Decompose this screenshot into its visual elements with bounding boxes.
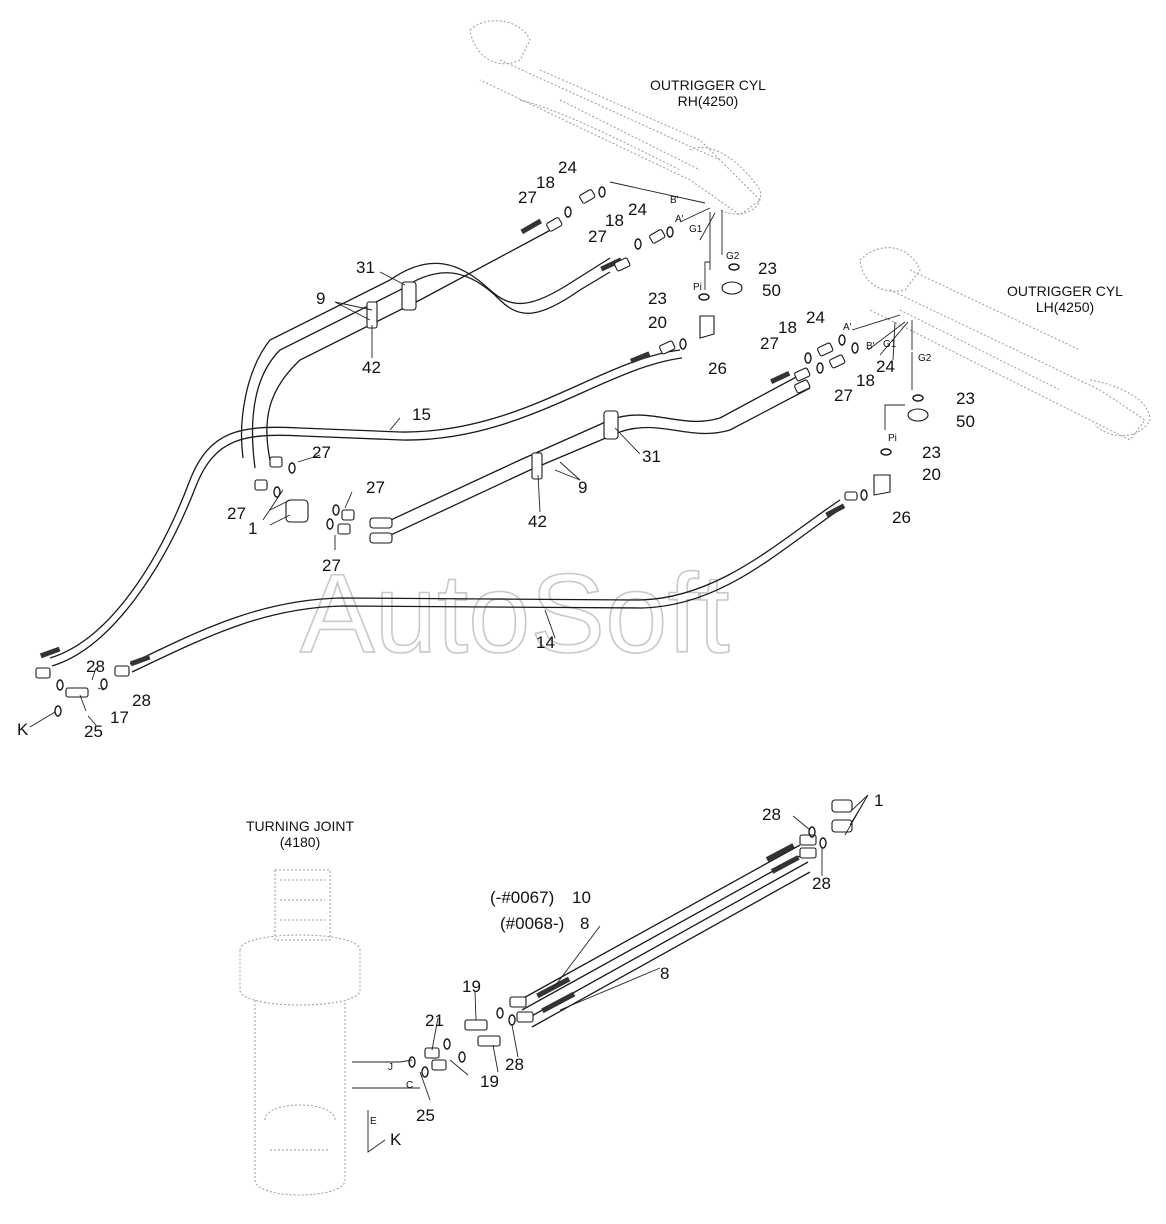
pipe-9-rh	[240, 224, 611, 469]
port-g1-lh: G1	[883, 339, 897, 350]
callout-23: 23	[758, 259, 777, 278]
pipe-9-lh	[379, 374, 811, 541]
port-g1-rh: G1	[689, 224, 703, 235]
assembly-labels: OUTRIGGER CYL RH(4250) OUTRIGGER CYL LH(…	[246, 77, 1123, 850]
serial-note-upto: (-#0067)	[490, 888, 554, 907]
turning-joint-subtitle: (4180)	[280, 834, 320, 850]
callout-28: 28	[132, 691, 151, 710]
callout-42: 42	[528, 512, 547, 531]
callout-27: 27	[322, 556, 341, 575]
callout-27: 27	[760, 334, 779, 353]
callout-31: 31	[642, 447, 661, 466]
port-pi-rh: Pi	[693, 282, 702, 293]
port-c: C	[406, 1080, 413, 1091]
callout-25: 25	[416, 1106, 435, 1125]
lh-cyl-title: OUTRIGGER CYL	[1007, 283, 1123, 299]
callout-24: 24	[876, 357, 895, 376]
callout-25: 25	[84, 722, 103, 741]
rh-cyl-subtitle: RH(4250)	[678, 93, 739, 109]
port-labels: B' A' G1 G2 Pi A' B' G1 G2 Pi J C E	[370, 195, 932, 1127]
port-g2-rh: G2	[726, 251, 740, 262]
callouts: 24 18 27 24 18 27 23 50 23 20 26 31 9 42…	[17, 158, 975, 1149]
callout-27: 27	[227, 504, 246, 523]
callout-24: 24	[806, 308, 825, 327]
callout-23: 23	[922, 443, 941, 462]
callout-18: 18	[778, 318, 797, 337]
callout-42: 42	[362, 358, 381, 377]
port-pi-lh: Pi	[888, 433, 897, 444]
callout-21: 21	[425, 1011, 444, 1030]
hose-15	[49, 349, 683, 667]
fittings	[35, 189, 929, 1071]
hose-armor-sleeves	[39, 218, 846, 1014]
callout-27: 27	[588, 227, 607, 246]
callout-15: 15	[412, 405, 431, 424]
callout-50: 50	[762, 281, 781, 300]
callout-27: 27	[312, 443, 331, 462]
port-j: J	[388, 1062, 393, 1073]
callout-10: 10	[572, 888, 591, 907]
callout-28: 28	[812, 874, 831, 893]
o-rings	[54, 186, 924, 1078]
port-g2-lh: G2	[918, 353, 932, 364]
callout-28: 28	[762, 805, 781, 824]
callout-1: 1	[248, 519, 257, 538]
callout-26: 26	[892, 508, 911, 527]
watermark: AutoSoft	[300, 551, 730, 676]
callout-8: 8	[660, 964, 669, 983]
outrigger-cylinder-lh-ghost	[859, 247, 1151, 441]
port-leaders	[352, 181, 913, 1153]
port-e: E	[370, 1116, 377, 1127]
port-aprime-lh: A'	[843, 322, 852, 333]
callout-k: K	[390, 1130, 402, 1149]
callout-28: 28	[505, 1055, 524, 1074]
rh-cyl-title: OUTRIGGER CYL	[650, 77, 766, 93]
callout-27: 27	[518, 188, 537, 207]
callout-9: 9	[316, 289, 325, 308]
callout-31: 31	[356, 258, 375, 277]
callout-18: 18	[605, 211, 624, 230]
callout-26: 26	[708, 359, 727, 378]
callout-23: 23	[956, 389, 975, 408]
turning-joint-title: TURNING JOINT	[246, 818, 355, 834]
callout-leaders	[29, 271, 869, 1101]
outrigger-cylinder-rh-ghost	[469, 20, 762, 216]
callout-18: 18	[856, 371, 875, 390]
callout-24: 24	[628, 200, 647, 219]
callout-20: 20	[648, 313, 667, 332]
port-bprime-lh: B'	[866, 341, 875, 352]
callout-8: 8	[580, 914, 589, 933]
hose-8-10	[519, 844, 811, 1028]
callout-19: 19	[462, 977, 481, 996]
callout-9: 9	[578, 478, 587, 497]
lh-cyl-subtitle: LH(4250)	[1036, 299, 1094, 315]
callout-23: 23	[648, 289, 667, 308]
callout-28: 28	[86, 657, 105, 676]
port-bprime-rh: B'	[670, 195, 679, 206]
callout-50: 50	[956, 412, 975, 431]
callout-1: 1	[874, 791, 883, 810]
callout-27: 27	[834, 386, 853, 405]
callout-19: 19	[480, 1072, 499, 1091]
callout-27: 27	[366, 478, 385, 497]
port-aprime-rh: A'	[675, 214, 684, 225]
serial-note-from: (#0068-)	[500, 914, 564, 933]
callout-14: 14	[536, 633, 555, 652]
callout-k: K	[17, 720, 29, 739]
callout-24: 24	[558, 158, 577, 177]
callout-18: 18	[536, 173, 555, 192]
callout-20: 20	[922, 465, 941, 484]
turning-joint-ghost	[239, 869, 361, 1196]
hose-14	[129, 499, 843, 673]
callout-17: 17	[110, 708, 129, 727]
pipe-clamps	[366, 281, 619, 480]
